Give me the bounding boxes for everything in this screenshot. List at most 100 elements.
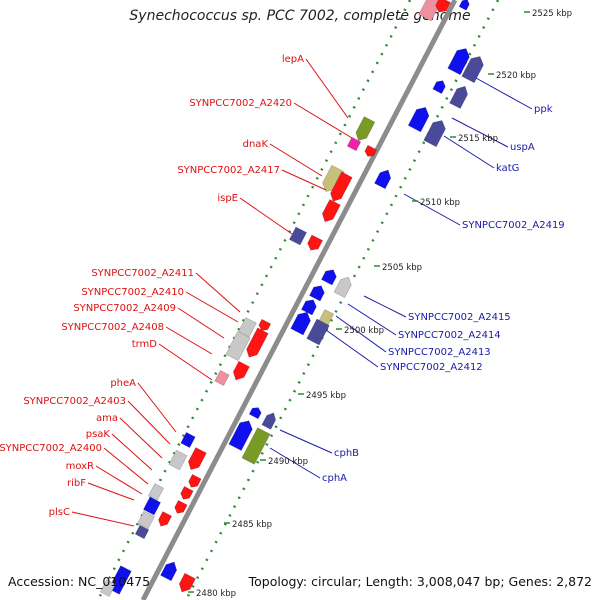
gene-feature: [160, 561, 178, 582]
leader-line: [111, 433, 153, 471]
topology-text: Topology: circular; Length: 3,008,047 bp…: [248, 574, 592, 589]
leader-line: [443, 135, 495, 169]
gene-feature: [301, 299, 317, 316]
leader-line: [127, 400, 171, 445]
gene-feature: [188, 473, 202, 488]
gene-feature: [147, 483, 165, 501]
leader-line: [177, 307, 225, 339]
leader-line: [475, 77, 533, 110]
gene-label-right: cphB: [334, 448, 359, 459]
gene-feature: [137, 510, 155, 530]
gene-features: [99, 0, 484, 597]
gene-feature: [174, 499, 188, 514]
leader-line: [95, 465, 143, 495]
accession-text: Accession: NC_010475: [8, 574, 151, 589]
kbp-label: 2525 kbp: [532, 9, 572, 19]
gene-feature: [306, 318, 330, 346]
gene-label-left: SYNPCC7002_A2420: [189, 98, 292, 109]
gene-label-left: ribF: [67, 478, 86, 489]
right-dotted-track: [184, 0, 500, 600]
leader-line: [165, 326, 213, 355]
gene-label-left: ama: [96, 413, 118, 424]
leader-line: [195, 272, 241, 313]
leader-line: [305, 58, 349, 119]
gene-feature: [374, 169, 392, 190]
gene-feature: [214, 369, 230, 387]
gene-feature: [188, 447, 207, 471]
leader-line: [279, 429, 333, 454]
gene-label-right: uspA: [510, 142, 535, 153]
leader-line: [239, 197, 293, 235]
gene-feature: [261, 412, 276, 430]
kbp-label: 2510 kbp: [420, 198, 460, 208]
gene-feature: [447, 48, 470, 76]
gene-labels: lepA SYNPCC7002_A2420 dnaK SYNPCC7002_A2417…: [0, 54, 565, 518]
gene-label-right: katG: [496, 163, 519, 174]
gene-feature: [355, 116, 376, 142]
gene-feature: [461, 56, 484, 84]
gene-feature: [178, 572, 196, 593]
gene-label-left: plsC: [49, 507, 70, 518]
kbp-label: 2500 kbp: [344, 326, 384, 336]
gene-feature: [333, 276, 352, 299]
gene-feature: [449, 85, 468, 109]
leader-line: [325, 329, 379, 368]
gene-label-right: SYNPCC7002_A2414: [398, 330, 501, 341]
gene-feature: [346, 136, 362, 152]
leader-line: [103, 447, 149, 485]
gene-label-left: psaK: [86, 429, 111, 440]
leader-line: [185, 291, 239, 323]
gene-label-left: SYNPCC7002_A2410: [81, 287, 184, 298]
gene-feature: [248, 407, 262, 420]
kbp-markers: 2525 kbp 2520 kbp 2515 kbp 2510 kbp 2505 kbp…: [188, 9, 572, 599]
leader-line: [281, 169, 327, 191]
kbp-label: 2495 kbp: [306, 391, 346, 401]
gene-label-right: SYNPCC7002_A2413: [388, 347, 491, 358]
kbp-label: 2485 kbp: [232, 520, 272, 530]
kbp-label: 2520 kbp: [496, 71, 536, 81]
kbp-label: 2515 kbp: [458, 134, 498, 144]
leader-line: [87, 482, 135, 501]
leader-line: [293, 102, 353, 139]
gene-feature: [246, 327, 269, 358]
gene-feature: [158, 511, 173, 527]
gene-feature: [228, 420, 253, 451]
gene-label-left: dnaK: [243, 139, 269, 150]
gene-label-right: SYNPCC7002_A2415: [408, 312, 511, 323]
leader-line: [451, 117, 509, 148]
leader-line: [71, 511, 135, 527]
gene-label-left: SYNPCC7002_A2403: [23, 396, 126, 407]
gene-feature: [309, 285, 325, 302]
kbp-label: 2490 kbp: [268, 457, 308, 467]
gene-feature: [321, 269, 337, 286]
gene-label-left: lepA: [282, 54, 304, 65]
gene-feature: [364, 144, 378, 157]
kbp-label: 2505 kbp: [382, 263, 422, 273]
gene-feature: [307, 234, 323, 251]
gene-label-left: SYNPCC7002_A2400: [0, 443, 102, 454]
gene-feature: [330, 171, 353, 202]
leader-line: [347, 303, 397, 336]
gene-label-left: SYNPCC7002_A2409: [73, 303, 176, 314]
gene-feature: [134, 524, 150, 540]
gene-label-left: SYNPCC7002_A2417: [177, 165, 280, 176]
gene-feature: [168, 449, 188, 471]
leader-line: [269, 447, 321, 479]
gene-feature: [423, 120, 446, 148]
genome-title: Synechococcus sp. PCC 7002, complete gen…: [129, 8, 471, 24]
kbp-label: 2480 kbp: [196, 589, 236, 599]
gene-feature: [322, 199, 341, 223]
gene-feature: [180, 431, 196, 449]
gene-label-left: moxR: [66, 461, 94, 472]
label-leader-lines: [71, 58, 533, 527]
gene-label-right: SYNPCC7002_A2412: [380, 362, 483, 373]
gene-label-left: pheA: [110, 378, 136, 389]
genome-backbone: [140, 0, 458, 600]
gene-feature: [289, 226, 307, 246]
gene-label-right: cphA: [322, 473, 347, 484]
gene-label-right: SYNPCC7002_A2419: [462, 220, 565, 231]
leader-line: [119, 417, 163, 459]
leader-line: [335, 315, 387, 353]
gene-feature: [180, 485, 194, 500]
